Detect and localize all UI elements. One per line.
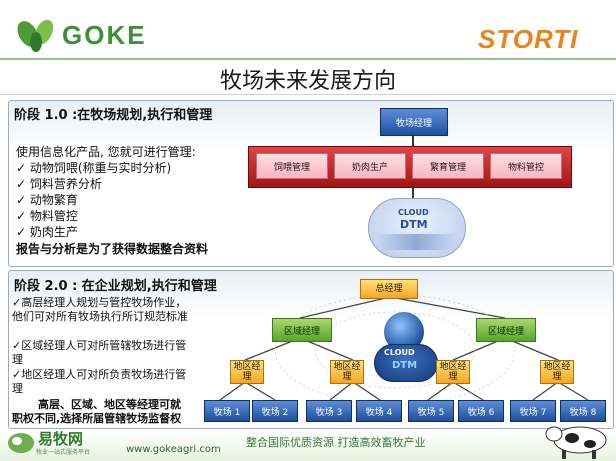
cloud-brand: DTM <box>400 218 428 231</box>
yimu-logo-icon <box>8 433 34 453</box>
district-manager-box: 地区经理 <box>230 360 264 384</box>
header-bar <box>0 0 616 62</box>
stage1-item: ✓ 物料管控 <box>16 209 78 223</box>
regional-manager-box: 区域经理 <box>476 318 536 342</box>
stage2-summary-line2: 职权不同,选择所届管辖牧场监督权 <box>12 412 182 425</box>
module-box: 繁育管理 <box>412 153 484 179</box>
cloud-brand: DTM <box>392 360 418 371</box>
connector-line <box>412 134 414 146</box>
farm-box: 牧场 4 <box>356 400 402 422</box>
cloud-dtm-icon <box>374 344 438 382</box>
farm-box: 牧场 1 <box>204 400 250 422</box>
stage1-item: ✓ 动物繁育 <box>16 193 78 207</box>
stage2-heading: 阶段 2.0 : 在企业规划,执行和管理 <box>14 279 217 294</box>
farm-box: 牧场 7 <box>510 400 556 422</box>
general-manager-box: 总经理 <box>360 279 418 299</box>
page-title: 牧场未来发展方向 <box>219 69 396 94</box>
stage2-item: ✓区域经理人可对所管辖牧场进行管理 <box>12 339 187 366</box>
farm-manager-box: 牧场经理 <box>380 108 448 136</box>
stage1-intro: 使用信息化产品, 您就可进行管理: <box>16 145 196 159</box>
goke-logo: GOKE <box>62 20 147 50</box>
cow-illustration-icon <box>545 426 607 459</box>
footer-brand-sub: 牧业一站式服务平台 <box>36 449 91 456</box>
footer-bar <box>0 430 616 461</box>
stage2-item: ✓高层经理人规划与管控牧场作业，他们可对所有牧场执行所订规范标准 <box>12 296 188 323</box>
farm-box: 牧场 2 <box>252 400 298 422</box>
people-photo-strip <box>378 234 454 250</box>
footer-url[interactable]: www.gokeagri.com <box>126 444 221 455</box>
stage2-item: ✓地区经理人可对所负责牧场进行管理 <box>12 368 187 395</box>
connector-line <box>412 186 414 198</box>
farm-box: 牧场 3 <box>306 400 352 422</box>
stage1-heading: 阶段 1.0 :在牧场规划,执行和管理 <box>14 108 213 123</box>
footer-brand: 易牧网 <box>38 430 84 448</box>
regional-manager-box: 区域经理 <box>272 318 332 342</box>
title-divider <box>0 94 616 95</box>
storti-logo: STORTI <box>478 24 579 54</box>
header-divider <box>0 58 616 60</box>
stage2-summary-line1: 高层、区域、地区等经理可就 <box>38 398 181 411</box>
stage1-item: ✓ 奶肉生产 <box>16 225 78 239</box>
footer-slogan: 整合国际优质资源 打造高效畜牧产业 <box>246 436 426 449</box>
district-manager-box: 地区经理 <box>436 360 470 384</box>
farm-box: 牧场 5 <box>408 400 454 422</box>
module-box: 奶肉生产 <box>334 153 406 179</box>
cloud-label: CLOUD <box>384 348 415 357</box>
farm-box: 牧场 8 <box>560 400 606 422</box>
leaf-logo-icon <box>17 19 54 52</box>
module-box: 饲喂管理 <box>256 153 328 179</box>
module-box: 物料管控 <box>490 153 562 179</box>
cloud-label: CLOUD <box>398 208 429 217</box>
stage1-item: ✓ 动物饲喂(称重与实时分析) <box>16 161 172 175</box>
stage1-summary: 报告与分析是为了获得数据整合资料 <box>16 242 209 256</box>
farm-box: 牧场 6 <box>458 400 504 422</box>
district-manager-box: 地区经理 <box>540 360 574 384</box>
stage1-item: ✓ 饲料营养分析 <box>16 177 102 191</box>
district-manager-box: 地区经理 <box>330 360 364 384</box>
